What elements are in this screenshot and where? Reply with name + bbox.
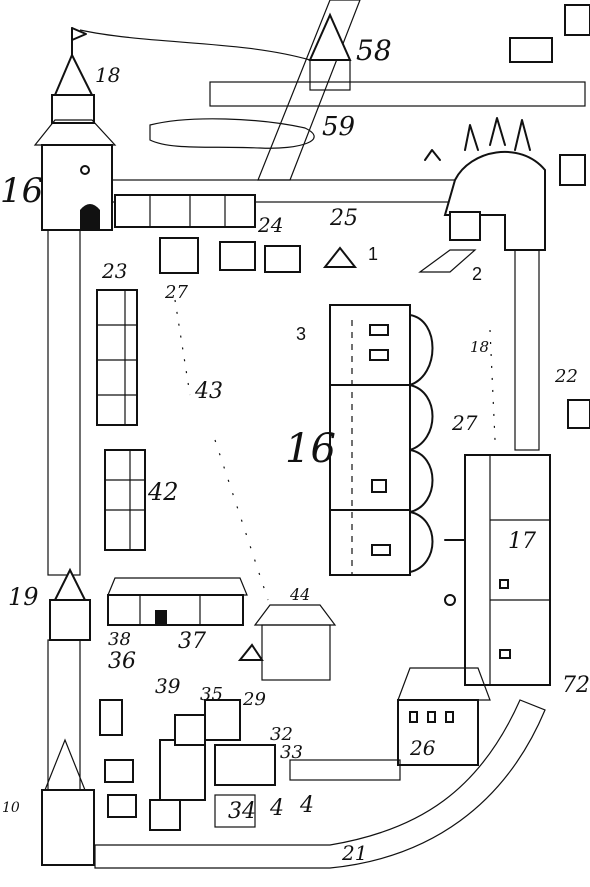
building-38-37 [107, 577, 248, 626]
label-16-center: 16 [285, 426, 336, 472]
label-37: 37 [178, 629, 206, 654]
south-wall [94, 699, 546, 869]
label-16-left: 16 [0, 171, 43, 211]
southwest-tower [41, 567, 95, 866]
west-wall [47, 224, 81, 791]
label-3: 3 [296, 324, 306, 344]
label-18-right: 18 [470, 338, 489, 356]
label-32: 32 [270, 724, 293, 745]
dotted-paths [174, 299, 496, 601]
label-26: 26 [409, 736, 436, 760]
label-59: 59 [322, 112, 355, 142]
label-19: 19 [8, 583, 39, 611]
label-72: 72 [562, 673, 590, 698]
building-23 [96, 289, 138, 426]
northeast-tower [418, 117, 546, 273]
top-road [209, 81, 586, 107]
building-42 [104, 449, 146, 551]
label-27-b: 27 [451, 411, 478, 435]
label-58: 58 [356, 34, 392, 67]
label-43: 43 [194, 379, 223, 404]
label-4-b: 4 [299, 793, 314, 818]
label-10: 10 [2, 800, 20, 816]
plan-labels: 58 18 59 16 24 25 1 2 23 27 3 18 22 43 1… [0, 34, 590, 865]
label-2: 2 [472, 264, 482, 284]
label-42: 42 [147, 478, 179, 506]
label-27-a: 27 [164, 282, 188, 303]
northwest-tower [33, 27, 117, 231]
label-24: 24 [257, 213, 283, 237]
label-22: 22 [554, 366, 578, 387]
sky-line [79, 29, 311, 61]
label-35: 35 [200, 684, 223, 705]
label-17: 17 [508, 529, 536, 554]
central-church [329, 304, 434, 576]
east-wall [514, 249, 540, 451]
upper-gate-tower [308, 12, 352, 91]
east-building-17 [444, 454, 551, 686]
houses-top-right [509, 4, 590, 429]
label-4-a: 4 [269, 796, 284, 821]
building-cluster-south [99, 699, 401, 831]
label-39: 39 [155, 674, 181, 698]
label-23: 23 [101, 259, 127, 283]
label-29: 29 [242, 689, 266, 710]
label-36: 36 [108, 649, 136, 674]
label-1: 1 [368, 244, 378, 264]
small-buildings-north [159, 237, 358, 274]
building-44 [237, 604, 337, 681]
label-44: 44 [289, 585, 310, 604]
label-33: 33 [280, 742, 303, 763]
label-38: 38 [108, 629, 131, 650]
sky-scribble [149, 118, 315, 149]
label-18-top: 18 [95, 63, 120, 87]
label-34: 34 [228, 799, 256, 824]
building-26 [397, 667, 491, 766]
label-25: 25 [329, 206, 358, 231]
north-gate-buildings [114, 194, 256, 228]
label-21: 21 [341, 841, 367, 865]
